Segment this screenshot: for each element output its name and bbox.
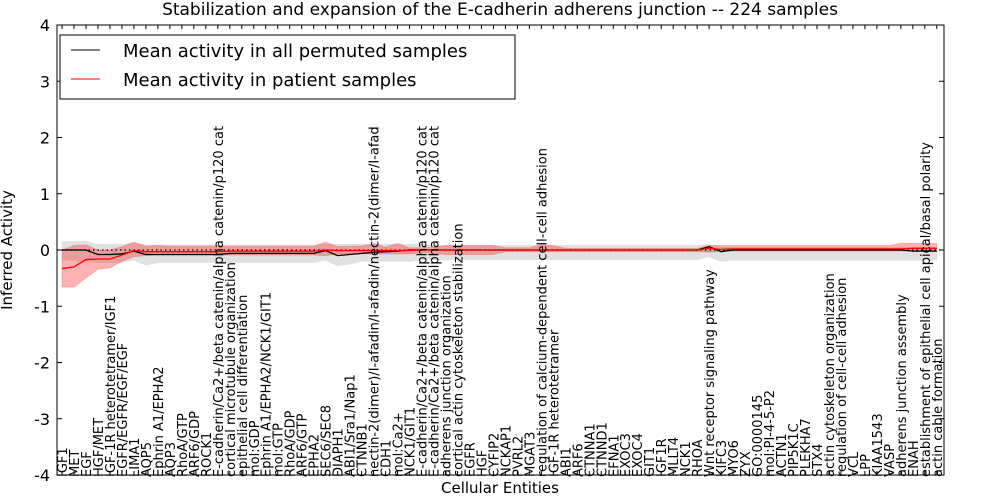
legend: Mean activity in all permuted samples Me… <box>60 35 515 99</box>
y-tick-labels: -4 -3 -2 -1 0 1 2 3 4 <box>34 16 50 485</box>
y-tick-label: 2 <box>40 129 50 148</box>
x-tick-label: cortical actin cytoskeleton stabilizatio… <box>451 223 466 477</box>
x-tick-label: regulation of cell-cell adhesion <box>835 278 850 477</box>
y-tick-label: -1 <box>34 297 50 316</box>
x-tick-label: nectin-2(dimer)/I-afadin/I-afadin/nectin… <box>368 126 383 477</box>
y-tick-label: -2 <box>34 354 50 373</box>
y-tick-label: -3 <box>34 410 50 429</box>
legend-label-permuted: Mean activity in all permuted samples <box>123 41 467 62</box>
y-tick-label: 3 <box>40 72 50 91</box>
legend-label-patient: Mean activity in patient samples <box>123 70 417 91</box>
chart-title: Stabilization and expansion of the E-cad… <box>162 0 838 20</box>
y-axis-label: Inferred Activity <box>0 190 16 310</box>
x-axis-label: Cellular Entities <box>441 479 559 497</box>
y-tick-label: 1 <box>40 185 50 204</box>
y-tick-label: 4 <box>40 16 50 35</box>
y-tick-label: 0 <box>40 241 50 260</box>
y-tick-label: -4 <box>34 466 50 485</box>
